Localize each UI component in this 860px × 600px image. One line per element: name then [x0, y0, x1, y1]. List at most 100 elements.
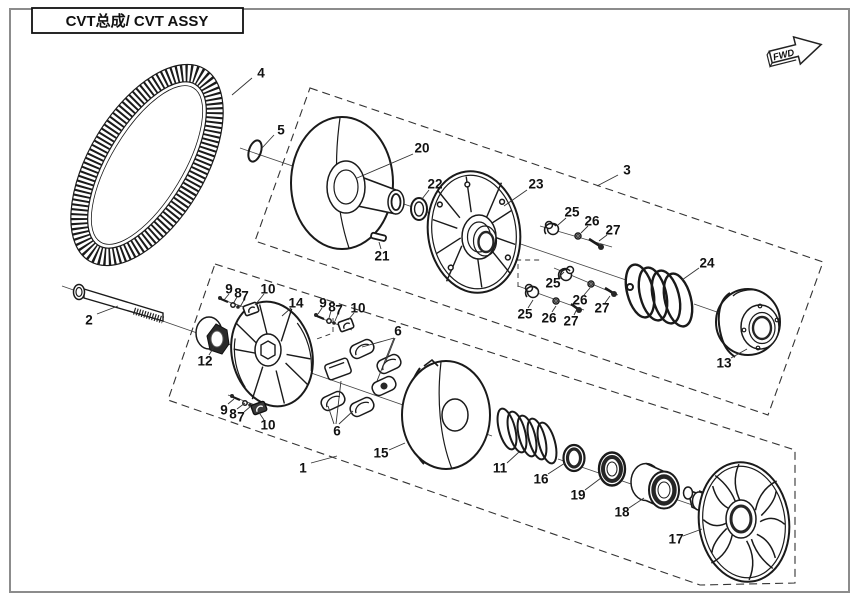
part-label-26: 26: [584, 214, 600, 229]
slider-set-3: [230, 394, 268, 416]
part-label-7: 7: [237, 410, 245, 425]
part-label-10: 10: [260, 418, 275, 433]
part-label-8: 8: [234, 286, 242, 301]
leader-line-26: [583, 287, 591, 296]
part-label-9: 9: [319, 296, 327, 311]
part-label-1: 1: [299, 461, 307, 476]
leader-line-6: [338, 410, 354, 425]
fan-sheave-part17: [682, 461, 791, 583]
part-label-21: 21: [374, 249, 390, 264]
leader-line-10: [257, 410, 265, 421]
leader-line-19: [584, 477, 602, 491]
part-label-26: 26: [541, 311, 557, 326]
part-label-25: 25: [564, 205, 580, 220]
leader-line-27: [604, 295, 611, 304]
part-label-22: 22: [427, 177, 442, 192]
oring-part22: [410, 197, 428, 221]
part-label-2: 2: [85, 313, 93, 328]
leader-line-6: [361, 337, 395, 348]
part-label-10: 10: [260, 282, 275, 297]
leader-line-21: [378, 241, 382, 250]
part-label-25: 25: [545, 276, 561, 291]
leader-line-10: [347, 312, 355, 321]
leader-line-2: [96, 305, 119, 315]
part-label-9: 9: [220, 403, 228, 418]
assembly-box-drive: [167, 263, 796, 586]
part-label-24: 24: [699, 256, 715, 271]
part-label-3: 3: [623, 163, 631, 178]
leader-line-18: [628, 497, 645, 509]
part-label-12: 12: [197, 354, 212, 369]
leader-line-6: [376, 337, 395, 382]
leader-line-3: [596, 174, 619, 187]
leader-line-17: [682, 528, 703, 537]
part-label-15: 15: [373, 446, 389, 461]
part-label-10: 10: [350, 301, 365, 316]
ring-part19: [597, 451, 627, 487]
fwd-arrow: FWD: [766, 35, 823, 69]
fwd-arrow-shape: [768, 35, 823, 66]
sheave-part14: [230, 300, 314, 408]
leader-line-26: [551, 305, 557, 313]
leader-line-9: [317, 307, 323, 315]
clutch-face-part15: [401, 358, 491, 470]
leader-line-25: [557, 271, 565, 279]
slider-set-1: [218, 296, 260, 317]
slider-set-2: [314, 313, 355, 333]
part-label-26: 26: [572, 293, 588, 308]
leader-line-22: [421, 189, 430, 200]
spring-part11: [496, 407, 558, 465]
pin-part21: [370, 231, 387, 242]
arm-set-a: [543, 220, 604, 250]
leader-line-14: [281, 307, 292, 317]
part-label-14: 14: [288, 296, 304, 311]
nut-part12: [195, 316, 230, 355]
leader-line-9: [223, 293, 230, 301]
leader-line-10: [254, 293, 265, 306]
belt-part4: [70, 63, 224, 267]
part-label-8: 8: [229, 407, 237, 422]
part-label-13: 13: [716, 356, 732, 371]
part-label-19: 19: [570, 488, 585, 503]
bolt-part2: [72, 283, 165, 324]
leader-line-6: [327, 405, 335, 425]
leader-line-1: [310, 455, 338, 464]
part-label-7: 7: [335, 303, 343, 318]
leader-line-25: [527, 299, 534, 309]
part-label-17: 17: [668, 532, 683, 547]
housing-part13: [715, 288, 781, 358]
leader-line-20: [356, 153, 414, 179]
part-label-11: 11: [493, 461, 508, 476]
leader-line-7: [239, 299, 245, 308]
leader-line-7: [243, 405, 252, 413]
part-label-27: 27: [563, 314, 578, 329]
part-label-23: 23: [528, 177, 544, 192]
leader-line-5: [261, 134, 275, 149]
part-label-16: 16: [533, 472, 549, 487]
leader-line-27: [598, 234, 608, 242]
leader-line-11: [506, 451, 520, 464]
title-box: CVT总成/ CVT ASSY: [31, 7, 244, 34]
leader-line-24: [681, 267, 700, 281]
leader-line-27: [573, 308, 578, 316]
fwd-arrow-extrude: [766, 50, 773, 69]
assembly-box-driven: [254, 87, 824, 416]
arm-set-c: [524, 283, 582, 313]
part-label-5: 5: [277, 123, 285, 138]
part-label-8: 8: [328, 300, 336, 315]
bushing-part18: [630, 462, 680, 510]
part-label-27: 27: [605, 223, 620, 238]
sheave-part20: [290, 116, 405, 250]
spring-part24: [624, 263, 694, 328]
leader-line-25: [557, 217, 567, 226]
page-title: CVT总成/ CVT ASSY: [66, 12, 209, 30]
part-label-6: 6: [394, 324, 402, 339]
rollers-part6: [320, 338, 402, 418]
leader-line-23: [503, 189, 528, 207]
part-label-20: 20: [414, 141, 429, 156]
part-label-6: 6: [333, 424, 341, 439]
fwd-arrow-label: FWD: [772, 47, 796, 63]
leader-line-26: [580, 225, 589, 234]
